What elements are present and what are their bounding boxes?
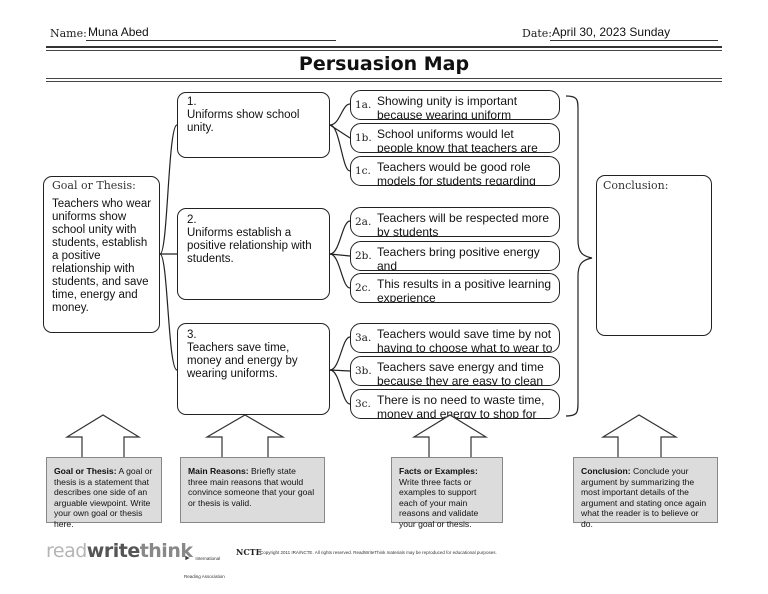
fact-3c[interactable]: 3c. There is no need to waste time, mone… [350, 389, 560, 419]
name-field[interactable]: Muna Abed [86, 25, 336, 41]
goal-description-body: A goal or thesis is a statement that des… [54, 466, 153, 529]
conclusion-description: Conclusion: Conclude your argument by su… [573, 457, 718, 529]
ira-logo: ► International Reading Association [184, 547, 230, 583]
fact-3a[interactable]: 3a. Teachers would save time by not havi… [350, 323, 560, 353]
fact-1b-text: School uniforms would let people know th… [377, 127, 538, 153]
title-rule-thin [46, 81, 722, 82]
goal-text: Teachers who wear uniforms show school u… [52, 198, 152, 314]
top-rule [46, 46, 722, 48]
name-value: Muna Abed [88, 25, 149, 39]
reason-3-text: Teachers save time, money and energy by … [187, 342, 298, 380]
ncte-logo: NCTE [236, 547, 262, 557]
reason-2-number: 2. [187, 214, 197, 226]
reasons-description-body: Briefly state three main reasons that wo… [188, 466, 315, 508]
fact-2b[interactable]: 2b. Teachers bring positive energy and [350, 241, 560, 271]
fact-2c[interactable]: 2c. This results in a positive learning … [350, 273, 560, 303]
fact-1c-text: Teachers would be good role models for s… [377, 160, 536, 186]
fact-3a-text: Teachers would save time by not having t… [377, 327, 553, 353]
conclusion-box[interactable]: Conclusion: [596, 175, 712, 336]
reasons-description-heading: Main Reasons: [188, 466, 249, 476]
facts-arrow-shape [411, 414, 489, 459]
ira-arrow-icon: ► [184, 555, 191, 562]
logo-write: write [86, 540, 140, 562]
fact-1b[interactable]: 1b. School uniforms would let people kno… [350, 123, 560, 153]
fact-2b-number: 2b. [355, 250, 372, 262]
date-value: April 30, 2023 Sunday [552, 25, 671, 39]
reason-box-3[interactable]: 3. Teachers save time, money and energy … [177, 323, 330, 415]
copyright-text: Copyright 2011 IRA/NCTE. All rights rese… [260, 550, 497, 555]
reason-box-2[interactable]: 2. Uniforms establish a positive relatio… [177, 208, 330, 300]
goal-label: Goal or Thesis: [52, 179, 136, 192]
fact-1a[interactable]: 1a. Showing unity is important because w… [350, 90, 560, 120]
conclusion-arrow-shape [600, 414, 679, 459]
fact-1a-text: Showing unity is important because weari… [377, 94, 518, 120]
reason-3-number: 3. [187, 329, 197, 341]
facts-description-heading: Facts or Examples: [399, 466, 478, 476]
goal-description-heading: Goal or Thesis: [54, 466, 117, 476]
reason-1-number: 1. [187, 96, 197, 108]
reasons-description: Main Reasons: Briefly state three main r… [180, 457, 325, 523]
ira-label: International Reading Association [184, 556, 225, 579]
fact-2c-text: This results in a positive learning expe… [377, 277, 552, 303]
fact-1b-number: 1b. [355, 132, 372, 144]
fact-1c-number: 1c. [355, 165, 371, 177]
goal-box[interactable]: Goal or Thesis: Teachers who wear unifor… [43, 176, 160, 333]
fact-2a[interactable]: 2a. Teachers will be respected more by s… [350, 207, 560, 237]
date-field[interactable]: April 30, 2023 Sunday [550, 25, 718, 41]
reason-2-text: Uniforms establish a positive relationsh… [187, 227, 312, 265]
conclusion-description-heading: Conclusion: [581, 466, 631, 476]
fact-3c-number: 3c. [355, 398, 371, 410]
conclusion-label: Conclusion: [603, 179, 669, 192]
fact-3b[interactable]: 3b. Teachers save energy and time becaus… [350, 356, 560, 386]
fact-1a-number: 1a. [355, 99, 372, 111]
readwritethink-logo[interactable]: readwritethink [46, 540, 193, 562]
fact-2a-text: Teachers will be respected more by stude… [377, 211, 550, 237]
logo-read: read [46, 540, 87, 562]
fact-3a-number: 3a. [355, 332, 372, 344]
page-title: Persuasion Map [298, 53, 470, 75]
reason-1-text: Uniforms show school unity. [187, 109, 300, 134]
fact-1c[interactable]: 1c. Teachers would be good role models f… [350, 156, 560, 186]
title-rule [46, 78, 722, 79]
facts-description: Facts or Examples: Write three facts or … [391, 457, 503, 529]
reason-box-1[interactable]: 1. Uniforms show school unity. [177, 92, 330, 158]
fact-2b-text: Teachers bring positive energy and [377, 245, 540, 271]
reasons-arrow-shape [204, 414, 286, 459]
goal-description: Goal or Thesis: A goal or thesis is a st… [46, 457, 162, 529]
fact-2a-number: 2a. [355, 216, 372, 228]
fact-2c-number: 2c. [355, 282, 371, 294]
name-label: Name: [50, 27, 87, 40]
facts-description-body: Write three facts or examples to support… [399, 476, 479, 529]
logo-think: think [139, 540, 193, 562]
date-label: Date: [522, 27, 553, 40]
conclusion-description-body: Conclude your argument by summarizing th… [581, 466, 707, 529]
fact-3c-text: There is no need to waste time, money an… [377, 393, 545, 419]
fact-3b-number: 3b. [355, 365, 372, 377]
top-rule-thin [46, 50, 722, 51]
goal-arrow-shape [64, 414, 142, 459]
fact-3b-text: Teachers save energy and time because th… [377, 360, 544, 386]
